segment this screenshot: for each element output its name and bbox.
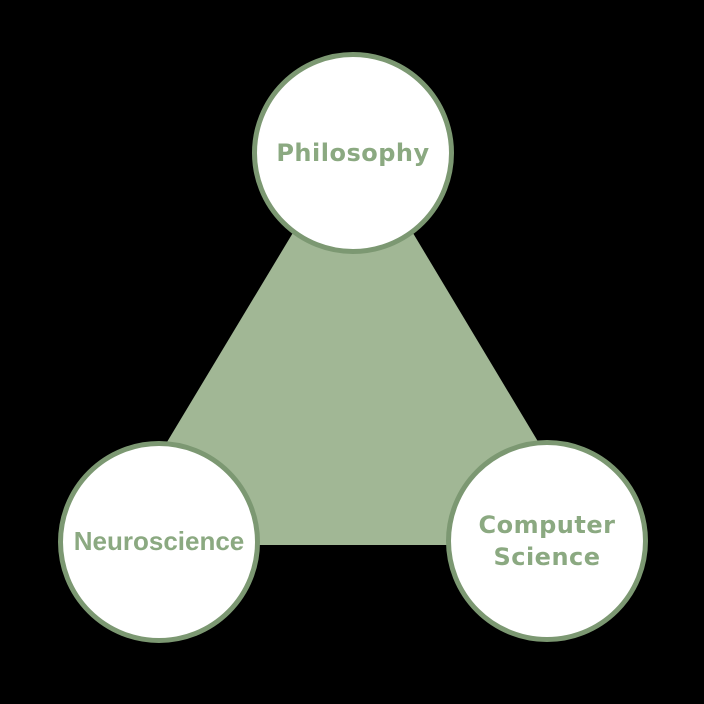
- node-neuroscience-label: Neuroscience: [73, 526, 245, 557]
- node-neuroscience: Neuroscience: [58, 441, 260, 643]
- node-philosophy-label: Philosophy: [276, 138, 430, 167]
- node-computer-science-label: Computer Science: [478, 510, 616, 571]
- node-computer-science: Computer Science: [446, 440, 648, 642]
- node-philosophy: Philosophy: [252, 52, 454, 254]
- triangle-shape: [105, 133, 600, 545]
